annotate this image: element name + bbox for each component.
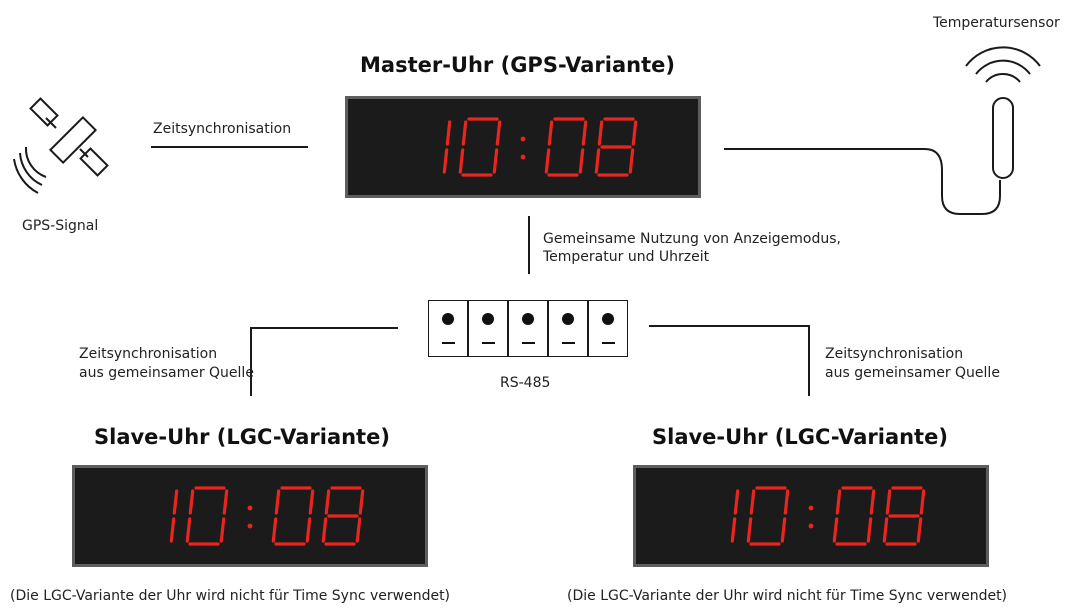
terminal-screw-icon: [562, 313, 574, 325]
terminal-screw-icon: [522, 313, 534, 325]
digit-segment: [882, 517, 889, 543]
digit-segment: [730, 517, 737, 543]
bus-terminal: [468, 300, 508, 357]
digit-segment: [581, 120, 588, 146]
shared-connector-line: [528, 216, 530, 274]
digit-segment: [445, 120, 452, 146]
bus-label: RS-485: [500, 375, 551, 391]
digit-segment: [628, 148, 635, 174]
digit-segment: [274, 489, 281, 515]
digit-segment: [835, 489, 842, 515]
digit-segment: [594, 148, 601, 174]
digit-segment: [746, 517, 753, 543]
terminal-slot-icon: [522, 342, 535, 344]
digit-segment: [885, 489, 892, 515]
left-sync-line1: Zeitsynchronisation: [79, 346, 218, 362]
bus-terminal: [508, 300, 548, 357]
gps-sync-label: Zeitsynchronisation: [153, 121, 292, 137]
digit-segment: [222, 489, 229, 515]
left-sync-line2: aus gemeinsamer Quelle: [79, 365, 254, 381]
digit-segment: [219, 517, 226, 543]
temperature-sensor-icon: [965, 46, 1041, 179]
slave-right-clock: [633, 465, 989, 567]
right-sync-line1: Zeitsynchronisation: [825, 346, 964, 362]
digit-segment: [544, 148, 551, 174]
right-sync-line2: aus gemeinsamer Quelle: [825, 365, 1000, 381]
slave-right-note: (Die LGC-Variante der Uhr wird nicht für…: [567, 588, 1008, 604]
gps-signal-label: GPS-Signal: [22, 218, 99, 234]
slave-left-title: Slave-Uhr (LGC-Variante): [94, 425, 390, 449]
terminal-slot-icon: [602, 342, 615, 344]
bus-terminal: [428, 300, 468, 357]
shared-text-line2: Temperatur und Uhrzeit: [543, 249, 710, 265]
digit-segment: [869, 489, 876, 515]
terminal-screw-icon: [482, 313, 494, 325]
shared-text-line1: Gemeinsame Nutzung von Anzeigemodus,: [543, 231, 841, 247]
digit-segment: [321, 517, 328, 543]
terminal-slot-icon: [442, 342, 455, 344]
terminal-screw-icon: [602, 313, 614, 325]
master-clock: [345, 96, 701, 198]
digit-segment: [172, 489, 179, 515]
digit-segment: [358, 489, 365, 515]
terminal-slot-icon: [562, 342, 575, 344]
master-clock-digits: [442, 117, 638, 177]
digit-segment: [749, 489, 756, 515]
digit-segment: [185, 517, 192, 543]
left-branch-horizontal: [250, 327, 398, 329]
digit-segment: [780, 517, 787, 543]
digit-segment: [597, 120, 604, 146]
colon-dot: [808, 523, 814, 529]
master-title: Master-Uhr (GPS-Variante): [360, 53, 675, 77]
digit-segment: [308, 489, 315, 515]
digit-segment: [355, 517, 362, 543]
digit-segment: [188, 489, 195, 515]
digit-segment: [783, 489, 790, 515]
digit-segment: [733, 489, 740, 515]
bus-terminal: [588, 300, 628, 357]
colon-dot: [808, 505, 814, 511]
colon-dot: [247, 505, 253, 511]
digit-segment: [305, 517, 312, 543]
terminal-slot-icon: [482, 342, 495, 344]
gps-sync-line: [151, 146, 308, 148]
slave-left-clock-digits: [169, 486, 365, 546]
digit-segment: [832, 517, 839, 543]
digit-segment: [578, 148, 585, 174]
slave-right-title: Slave-Uhr (LGC-Variante): [652, 425, 948, 449]
digit-segment: [324, 489, 331, 515]
digit-segment: [492, 148, 499, 174]
digit-segment: [169, 517, 176, 543]
slave-left-note: (Die LGC-Variante der Uhr wird nicht für…: [10, 588, 451, 604]
sensor-label: Temperatursensor: [933, 15, 1060, 31]
digit-segment: [458, 148, 465, 174]
colon-dot: [520, 136, 526, 142]
terminal-screw-icon: [442, 313, 454, 325]
right-branch-vertical: [808, 325, 810, 396]
digit-segment: [461, 120, 468, 146]
colon-dot: [520, 154, 526, 160]
satellite-icon: [13, 97, 109, 194]
digit-segment: [916, 517, 923, 543]
left-branch-vertical: [250, 327, 252, 396]
digit-segment: [271, 517, 278, 543]
slave-right-clock-digits: [730, 486, 926, 546]
sensor-cable: [724, 148, 1001, 215]
colon-dot: [247, 523, 253, 529]
digit-segment: [442, 148, 449, 174]
digit-segment: [919, 489, 926, 515]
digit-segment: [631, 120, 638, 146]
digit-segment: [495, 120, 502, 146]
digit-segment: [547, 120, 554, 146]
bus-terminal: [548, 300, 588, 357]
digit-segment: [866, 517, 873, 543]
slave-left-clock: [72, 465, 428, 567]
right-branch-horizontal: [649, 325, 809, 327]
